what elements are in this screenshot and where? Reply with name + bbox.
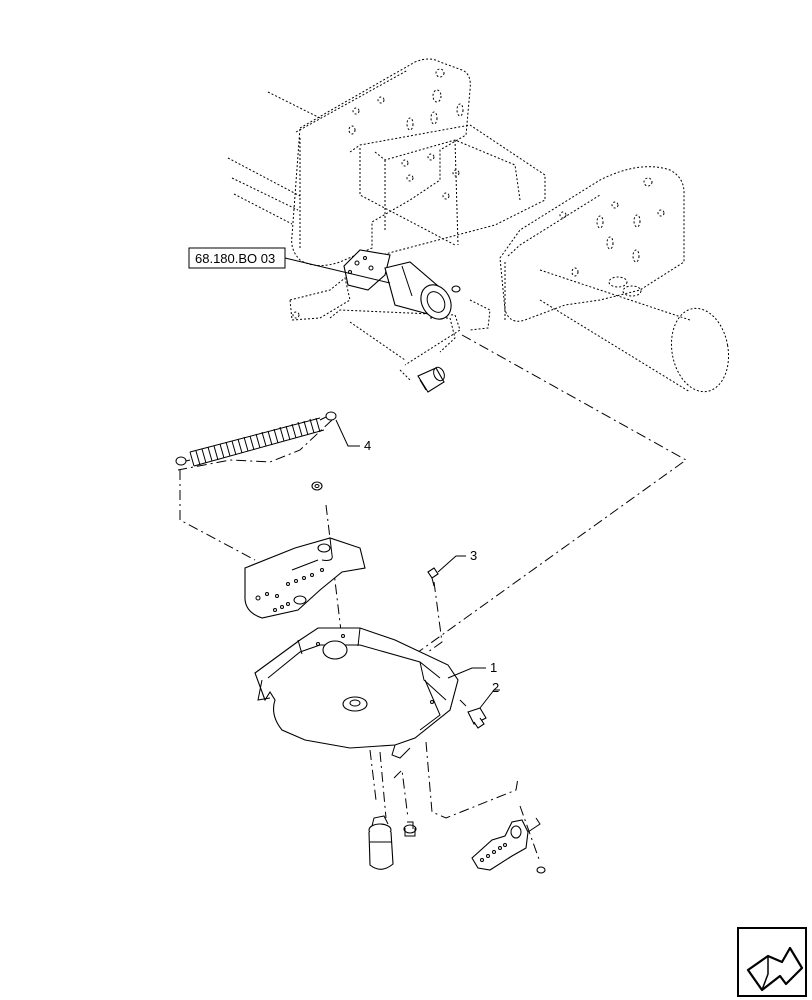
motor-assembly	[343, 249, 461, 393]
reference-label-text: 68.180.BO 03	[195, 251, 275, 266]
callout-3[interactable]: 3	[437, 548, 477, 573]
screw-part-3	[427, 567, 439, 587]
mounting-plate	[244, 537, 366, 619]
bracket-shield	[254, 627, 459, 759]
callout-3-label: 3	[470, 548, 477, 563]
spring	[175, 411, 337, 467]
callout-2-label: 2	[492, 680, 499, 695]
washer-top	[311, 481, 323, 491]
callout-4[interactable]: 4	[335, 419, 371, 453]
reference-label[interactable]: 68.180.BO 03	[188, 247, 286, 269]
reference-leader	[284, 257, 391, 284]
phantom-frame	[227, 58, 730, 393]
callout-1-label: 1	[490, 660, 497, 675]
small-bolt	[403, 821, 417, 837]
cylinder-part	[368, 815, 394, 870]
callout-1[interactable]: 1	[447, 660, 497, 679]
callout-2[interactable]: 2	[479, 680, 500, 709]
small-nut	[536, 866, 546, 874]
next-page-arrow-icon[interactable]	[737, 927, 807, 997]
bolt-part-2	[459, 699, 487, 729]
sensor-bracket	[471, 817, 541, 871]
callout-4-label: 4	[364, 438, 371, 453]
